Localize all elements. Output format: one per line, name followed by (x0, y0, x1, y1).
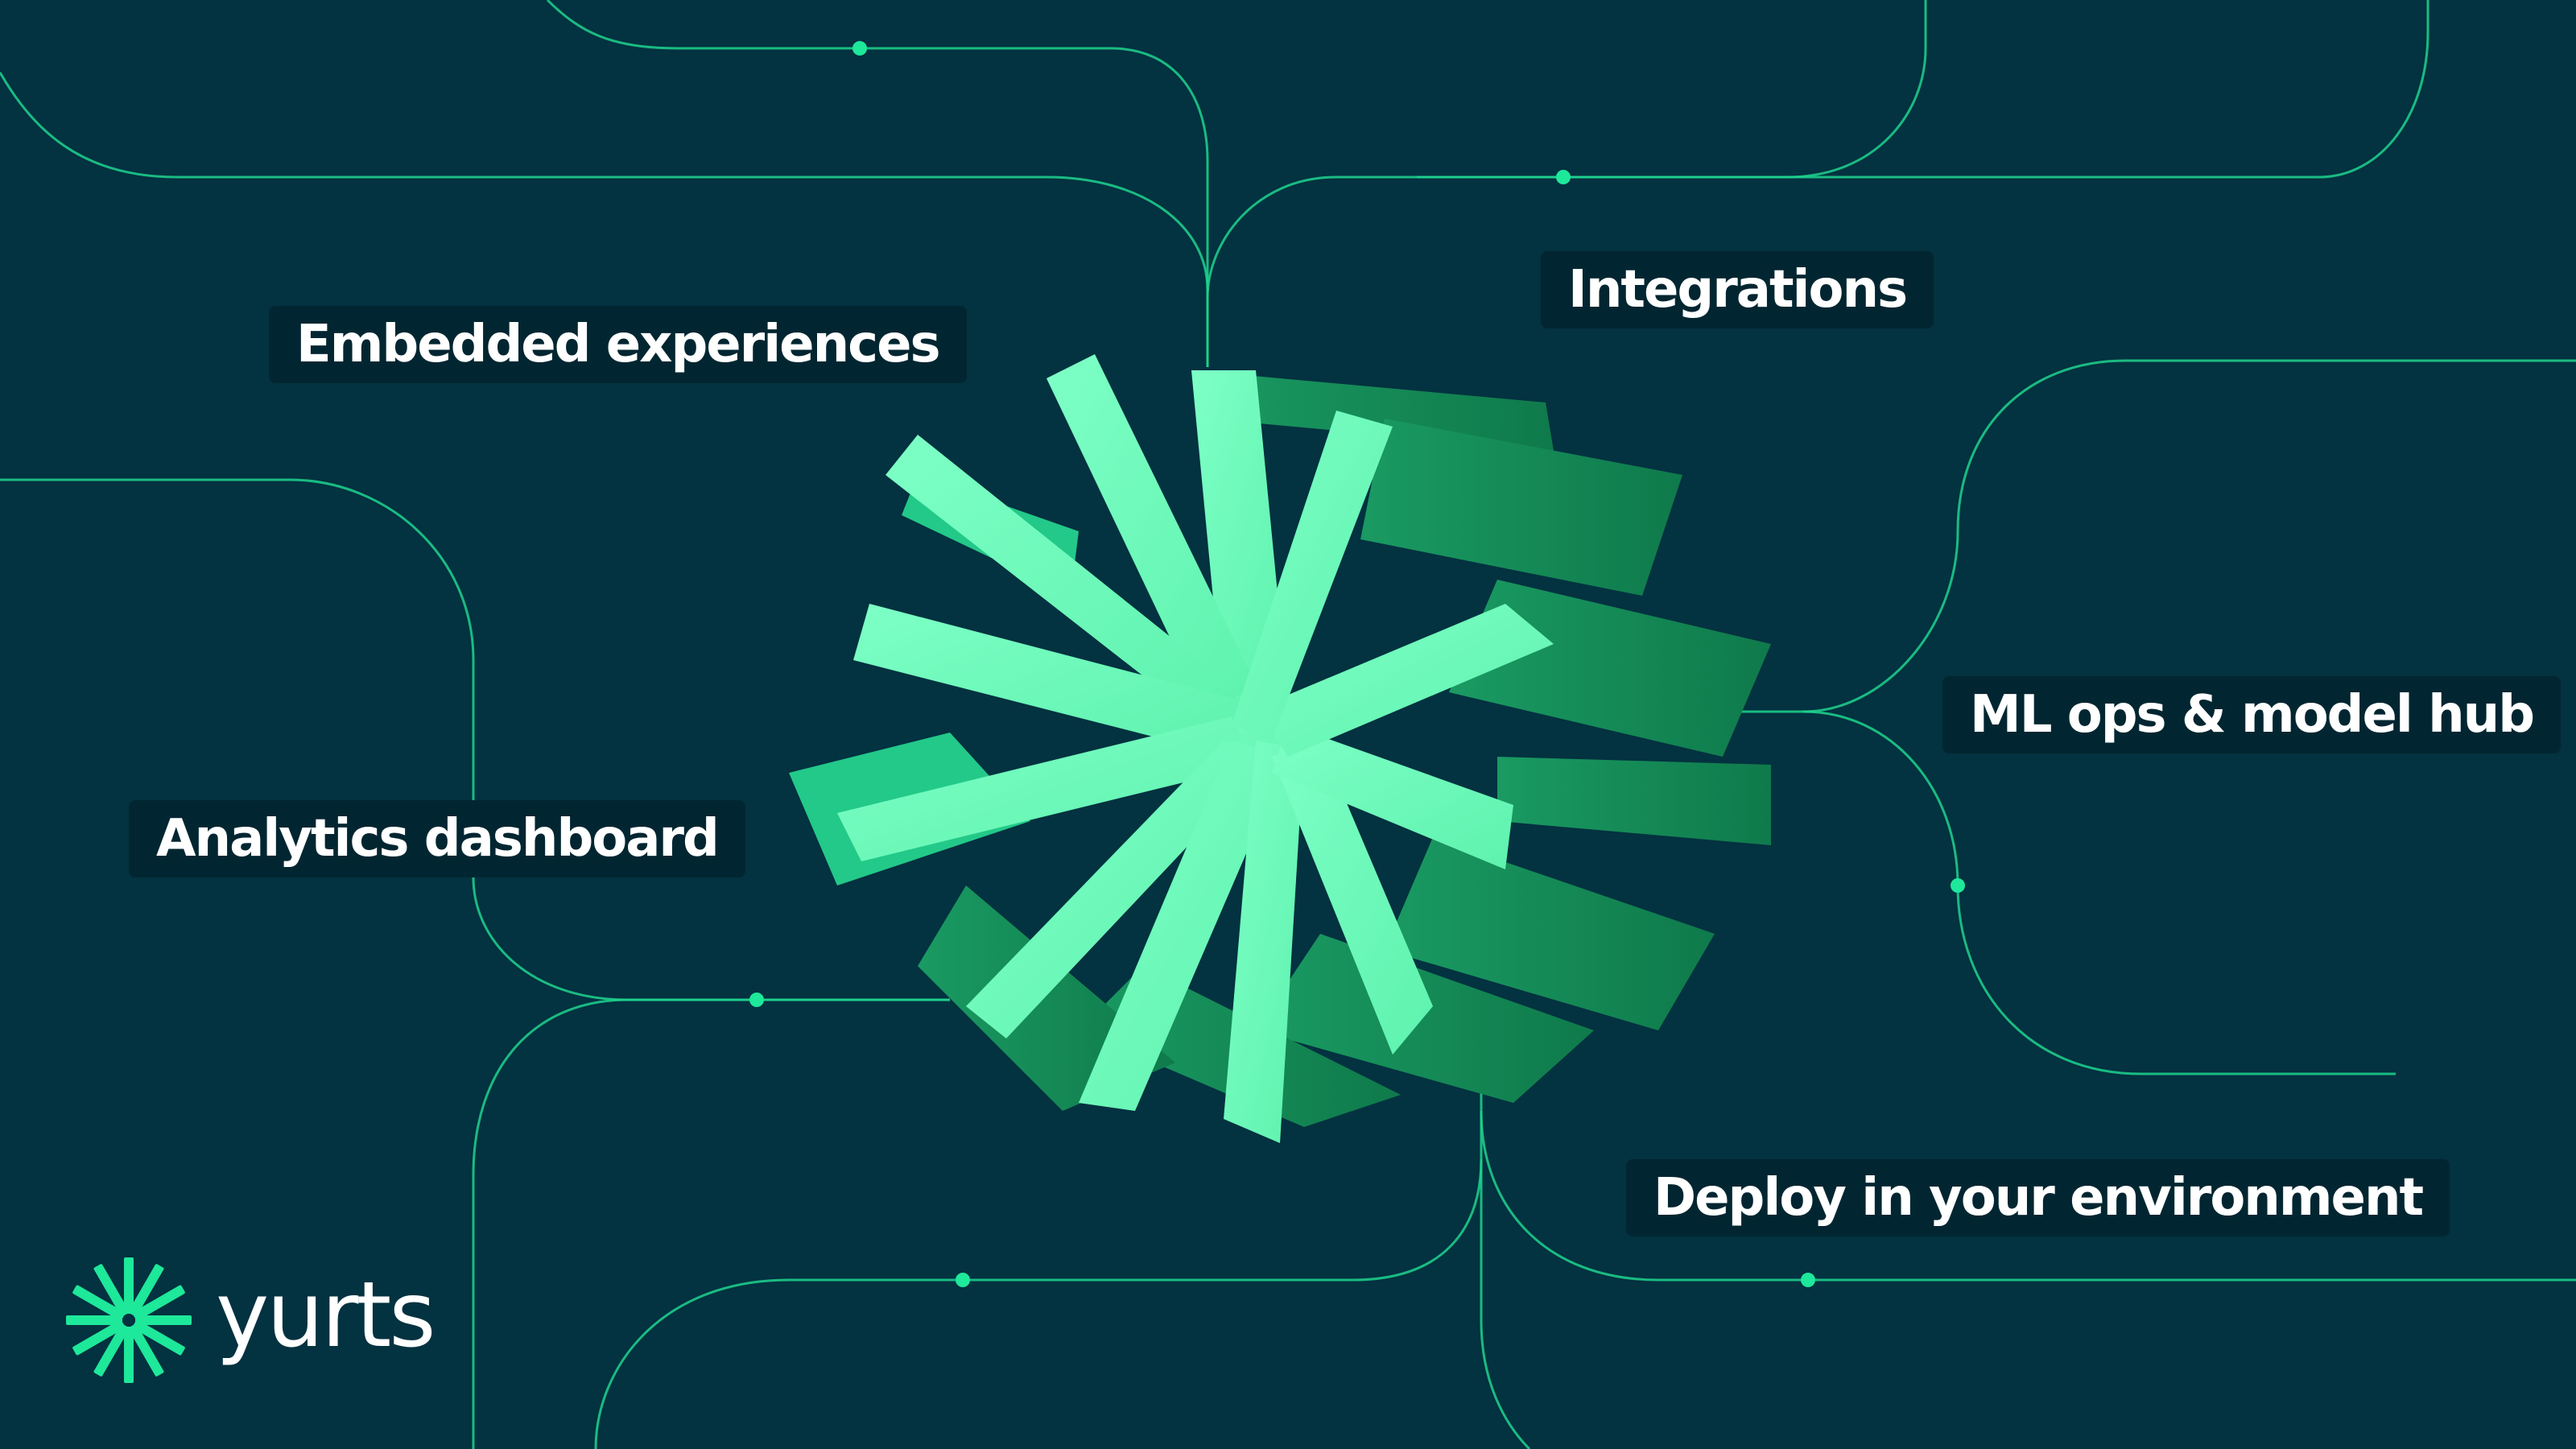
connector-node (1556, 170, 1571, 184)
connector-node (749, 993, 764, 1007)
connector-line (1417, 0, 2429, 179)
connector-line (472, 998, 950, 1449)
feature-label-embedded-experiences: Embedded experiences (269, 306, 967, 383)
connector-line (1480, 1110, 2576, 1282)
connector-line (1802, 710, 2396, 1075)
connector-line (0, 478, 950, 1001)
connector-node (852, 41, 867, 56)
connector-line (0, 72, 1209, 291)
connector-line (1642, 359, 2576, 713)
brand-name: yurts (216, 1263, 436, 1368)
connector-line (1480, 1159, 1531, 1449)
connector-node (1951, 878, 1965, 893)
feature-label-integrations: Integrations (1541, 251, 1934, 328)
connector-line (594, 1063, 1483, 1449)
feature-label-analytics-dashboard: Analytics dashboard (129, 800, 745, 877)
feature-label-deploy: Deploy in your environment (1626, 1159, 2450, 1236)
brand-logo: yurts (64, 1256, 483, 1385)
connector-node (1801, 1273, 1815, 1287)
connector-node (956, 1273, 970, 1287)
starburst-logo-icon (66, 1257, 192, 1383)
feature-label-ml-ops: ML ops & model hub (1942, 676, 2562, 753)
connector-line (546, 0, 1209, 367)
